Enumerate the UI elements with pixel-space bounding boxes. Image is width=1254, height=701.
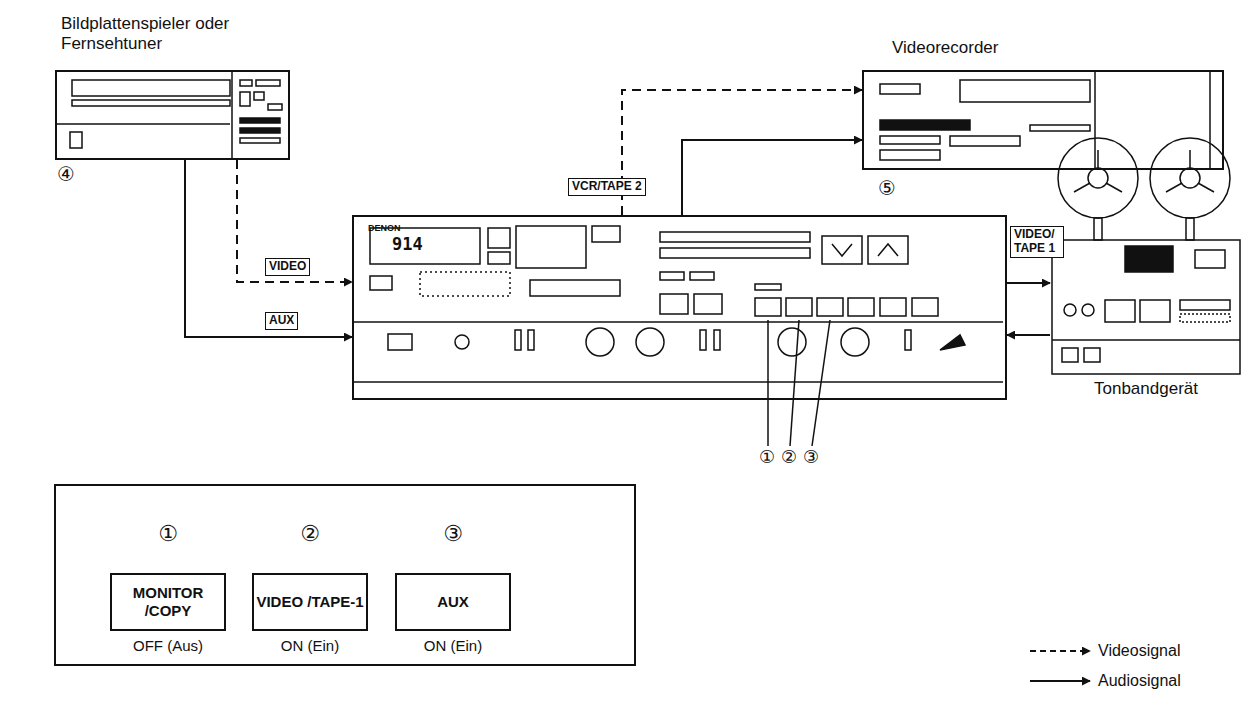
audio-signal-line — [185, 160, 352, 337]
callout-number: ② — [254, 521, 366, 547]
audio-signal-line — [1007, 334, 1050, 336]
audio-signal-line — [682, 140, 862, 215]
connection-label: AUX — [265, 312, 298, 330]
audio-signal-line — [1007, 282, 1050, 284]
legend-line-sample — [1030, 680, 1090, 682]
video-signal-line — [622, 90, 862, 215]
button-name: VIDEO /TAPE-1 — [254, 593, 366, 611]
connection-label: VIDEO/ TAPE 1 — [1010, 226, 1064, 258]
switch-state: ON (Ein) — [397, 637, 509, 655]
device-box: Bildplattenspieler oder Fernsehtuner — [55, 70, 290, 160]
legend-text: Videosignal — [1098, 641, 1180, 660]
callout-number: ① — [112, 521, 224, 547]
callout-number: ③ — [803, 446, 819, 468]
connection-label: VCR/TAPE 2 — [568, 178, 646, 196]
device-box: Tonbandgerät — [1050, 135, 1242, 375]
device-name: Videorecorder — [892, 38, 998, 58]
legend-text: Audiosignal — [1098, 671, 1181, 690]
device-name: Tonbandgerät — [1094, 379, 1198, 399]
brand-name: DENON — [368, 223, 401, 234]
video-signal-line — [237, 160, 352, 282]
connection-label: VIDEO — [265, 258, 310, 276]
callout-number: ⑤ — [878, 176, 896, 200]
callout-number: ④ — [57, 162, 75, 186]
switch-setting-box: ③AUXON (Ein) — [395, 573, 511, 631]
legend-line-sample — [1030, 650, 1090, 652]
switch-state: ON (Ein) — [254, 637, 366, 655]
device-box: Videorecorder — [862, 70, 1224, 170]
device-name: Bildplattenspieler oder Fernsehtuner — [61, 14, 271, 55]
display-reading: 914 — [392, 234, 423, 254]
button-name: AUX — [397, 593, 509, 611]
callout-number: ① — [759, 446, 775, 468]
switch-setting-box: ①MONITOR /COPYOFF (Aus) — [110, 573, 226, 631]
callout-number: ③ — [397, 521, 509, 547]
switch-state: OFF (Aus) — [112, 637, 224, 655]
callout-number: ② — [781, 446, 797, 468]
button-name: MONITOR /COPY — [112, 584, 224, 620]
device-box: DENON — [352, 215, 1007, 400]
switch-setting-box: ②VIDEO /TAPE-1ON (Ein) — [252, 573, 368, 631]
